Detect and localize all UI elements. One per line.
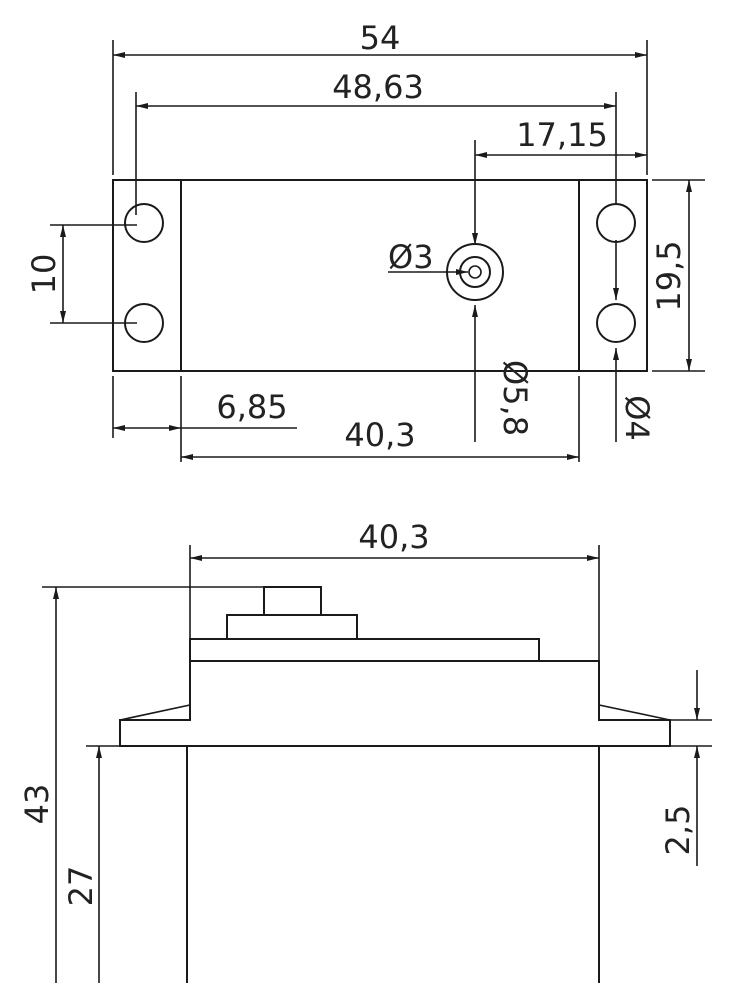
dim-hole-spacing-length-label: 48,63 bbox=[332, 68, 424, 106]
side-view: 40,3 43 27 2,5 bbox=[18, 518, 712, 983]
dim-hole-spacing-length: 48,63 bbox=[135, 68, 617, 215]
dim-shaft-outer-diameter: Ø5,8 bbox=[472, 305, 534, 442]
mount-hole-top-left bbox=[124, 203, 164, 243]
dim-body-length-top-label: 40,3 bbox=[344, 416, 415, 454]
dim-hole-spacing-vertical: 10 bbox=[25, 224, 137, 324]
dim-shaft-outer-diameter-label: Ø5,8 bbox=[496, 360, 534, 436]
dim-height: 19,5 bbox=[650, 179, 705, 372]
horn-base bbox=[226, 614, 358, 640]
dim-shaft-offset-label: 17,15 bbox=[516, 116, 608, 154]
dim-shaft-inner-diameter-label: Ø3 bbox=[388, 238, 434, 276]
dim-shaft-inner-diameter: Ø3 bbox=[388, 238, 468, 276]
top-view: 54 48,63 17,15 19,5 10 bbox=[25, 19, 705, 462]
dim-overall-length-label: 54 bbox=[360, 19, 401, 57]
dim-overall-length: 54 bbox=[112, 19, 648, 175]
dim-total-height-label: 43 bbox=[18, 784, 56, 825]
dim-total-height: 43 bbox=[18, 586, 322, 983]
mount-hole-bottom-right bbox=[596, 303, 636, 343]
horn-cap bbox=[263, 586, 322, 616]
dim-flange-height-label: 27 bbox=[62, 866, 100, 907]
output-shaft-core bbox=[468, 265, 482, 279]
dim-flange-width-label: 6,85 bbox=[216, 388, 287, 426]
dim-hole-diameter: Ø4 bbox=[613, 240, 656, 442]
top-view-body-outline bbox=[112, 179, 648, 372]
dim-height-label: 19,5 bbox=[650, 240, 688, 311]
gear-housing-top bbox=[189, 638, 540, 662]
dim-flange-thickness: 2,5 bbox=[659, 670, 712, 866]
left-flange-tab bbox=[119, 704, 191, 721]
right-flange-tab bbox=[598, 704, 671, 721]
upper-case bbox=[119, 660, 671, 747]
mount-hole-top-right bbox=[596, 203, 636, 243]
dim-body-length-side-label: 40,3 bbox=[358, 518, 429, 556]
dim-hole-diameter-label: Ø4 bbox=[618, 395, 656, 441]
dim-flange-height: 27 bbox=[62, 745, 120, 983]
dim-body-length-side: 40,3 bbox=[189, 518, 600, 661]
dim-flange-width: 6,85 bbox=[112, 376, 297, 462]
dim-flange-thickness-label: 2,5 bbox=[659, 805, 697, 856]
dim-body-length-top: 40,3 bbox=[181, 376, 580, 462]
dim-hole-spacing-vertical-label: 10 bbox=[25, 254, 63, 295]
dim-shaft-offset: 17,15 bbox=[472, 116, 647, 245]
